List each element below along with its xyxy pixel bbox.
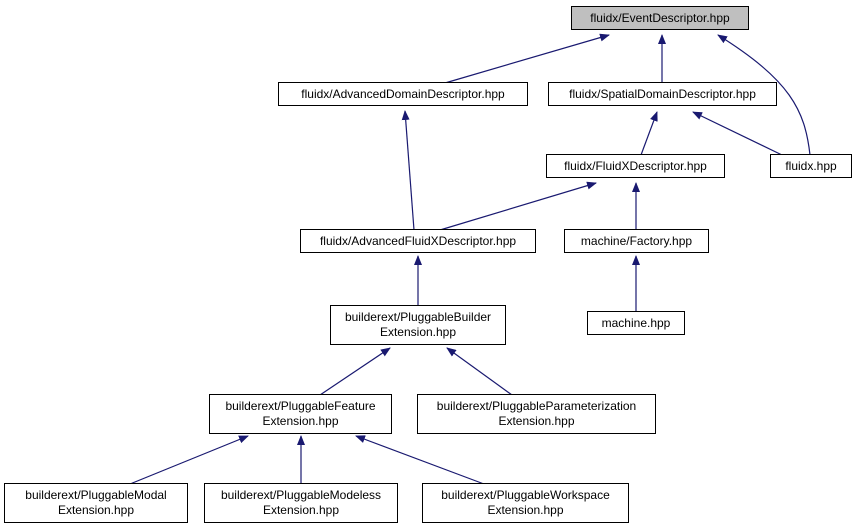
node-label: fluidx/FluidXDescriptor.hpp <box>564 158 707 173</box>
edge-advanced-fluidx-to-fluidx-descriptor <box>439 181 597 231</box>
node-label: machine.hpp <box>601 315 671 330</box>
node-pluggable-modal-extension[interactable]: builderext/PluggableModal Extension.hpp <box>4 483 188 523</box>
node-event-descriptor[interactable]: fluidx/EventDescriptor.hpp <box>571 6 749 30</box>
node-pluggable-builder-extension[interactable]: builderext/PluggableBuilder Extension.hp… <box>330 305 506 345</box>
edge-fluidx-hpp-to-event <box>717 34 811 156</box>
node-advanced-domain-descriptor[interactable]: fluidx/AdvancedDomainDescriptor.hpp <box>278 82 528 106</box>
edge-pluggable-feature-to-builder <box>319 347 391 396</box>
node-label-line-2: Extension.hpp <box>487 503 564 517</box>
edge-advanced-fluidx-to-advanced-domain <box>401 110 415 231</box>
node-label-line-2: Extension.hpp <box>262 503 340 517</box>
node-label-line-2: Extension.hpp <box>379 325 457 339</box>
node-pluggable-modeless-extension[interactable]: builderext/PluggableModeless Extension.h… <box>204 483 398 523</box>
node-machine-hpp[interactable]: machine.hpp <box>587 311 685 335</box>
node-label-line-1: builderext/PluggableModal <box>25 488 167 502</box>
edge-fluidx-descriptor-to-spatial <box>640 111 658 156</box>
node-pluggable-parameterization-extension[interactable]: builderext/PluggableParameterization Ext… <box>417 394 656 434</box>
edge-fluidx-hpp-to-spatial <box>692 111 783 156</box>
edge-pluggable-workspace-to-feature <box>355 435 485 485</box>
node-label: machine/Factory.hpp <box>580 233 693 248</box>
edge-advanced-domain-to-event <box>444 33 610 84</box>
node-spatial-domain-descriptor[interactable]: fluidx/SpatialDomainDescriptor.hpp <box>548 82 777 106</box>
node-label-line-1: builderext/PluggableModeless <box>220 488 382 502</box>
node-label: fluidx/SpatialDomainDescriptor.hpp <box>569 86 756 101</box>
node-label: fluidx.hpp <box>785 158 837 173</box>
node-label-line-1: builderext/PluggableFeature <box>225 399 376 413</box>
node-label: fluidx/EventDescriptor.hpp <box>590 10 730 25</box>
node-label: fluidx/AdvancedDomainDescriptor.hpp <box>301 86 505 101</box>
node-advanced-fluidx-descriptor[interactable]: fluidx/AdvancedFluidXDescriptor.hpp <box>300 229 536 253</box>
node-label-line-2: Extension.hpp <box>498 414 575 428</box>
node-label-line-2: Extension.hpp <box>57 503 135 517</box>
node-label-line-1: builderext/PluggableBuilder <box>344 310 492 324</box>
node-label: fluidx/AdvancedFluidXDescriptor.hpp <box>319 233 517 248</box>
node-label-line-1: builderext/PluggableParameterization <box>436 399 637 413</box>
node-label-line-2: Extension.hpp <box>262 414 339 428</box>
node-fluidx-hpp[interactable]: fluidx.hpp <box>770 154 852 178</box>
edge-pluggable-modal-to-feature <box>129 435 249 485</box>
node-fluidx-descriptor[interactable]: fluidx/FluidXDescriptor.hpp <box>546 154 725 178</box>
node-pluggable-workspace-extension[interactable]: builderext/PluggableWorkspace Extension.… <box>422 483 629 523</box>
node-label-line-1: builderext/PluggableWorkspace <box>441 488 610 502</box>
node-machine-factory[interactable]: machine/Factory.hpp <box>564 229 709 253</box>
edge-pluggable-parameterization-to-builder <box>446 347 513 396</box>
node-pluggable-feature-extension[interactable]: builderext/PluggableFeature Extension.hp… <box>209 394 392 434</box>
